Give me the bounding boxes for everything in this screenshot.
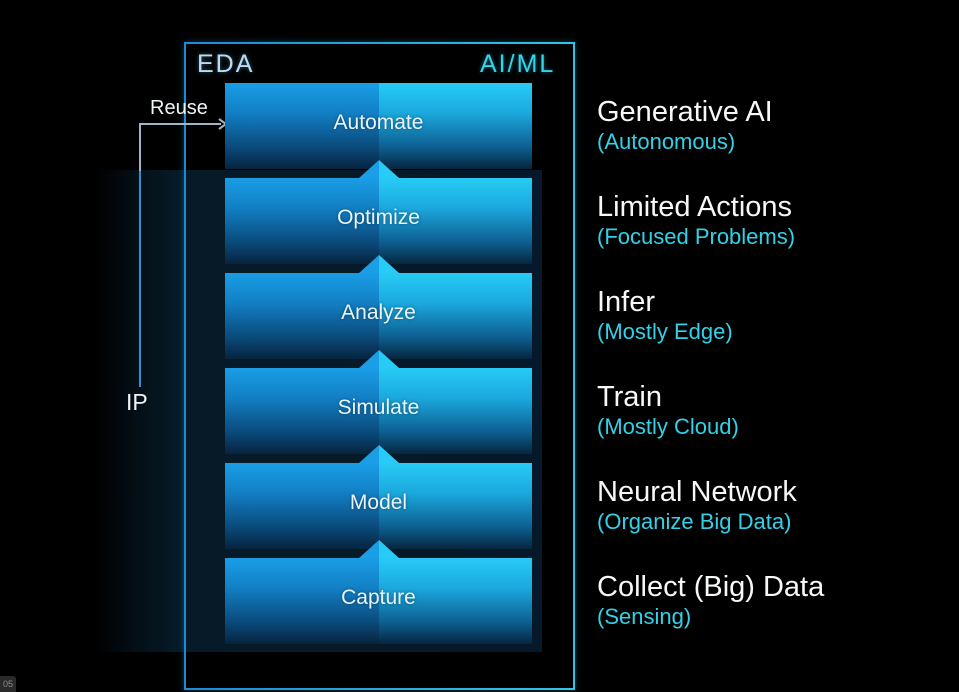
ai-level-subtitle: (Sensing) [597,604,692,629]
block-right-half [379,368,532,454]
ai-level-item: Train(Mostly Cloud) [597,381,739,441]
ai-level-title: Collect (Big) Data [597,571,825,603]
block-label: Optimize [337,206,420,229]
reuse-label: Reuse [150,97,208,119]
ai-level-title: Train [597,381,662,413]
block-label: Analyze [341,301,416,324]
ip-connector-line-top [139,123,141,171]
block-right-half [379,273,532,359]
up-arrow-icon [359,160,399,178]
stack-block-simulate: Simulate [225,350,532,454]
up-arrow-icon [359,255,399,273]
block-label: Model [349,491,408,514]
block-left-half [225,368,379,454]
up-arrow-icon [359,445,399,463]
block-label: Capture [341,586,416,609]
stack-block-analyze: Analyze [225,255,532,359]
ai-level-title: Neural Network [597,476,797,508]
stack-block-automate: Automate [225,83,532,169]
ai-level-subtitle: (Focused Problems) [597,224,796,249]
block-right-half [379,178,532,264]
stack-block-optimize: Optimize [225,160,532,264]
aiml-label: AI/ML [480,50,556,78]
block-left-half [225,273,379,359]
slide-number-badge: 05 [0,676,16,692]
up-arrow-icon [359,540,399,558]
ai-level-subtitle: (Mostly Edge) [597,319,733,344]
ip-connector-line [139,171,141,387]
ip-label: IP [126,389,148,415]
ai-level-subtitle: (Mostly Cloud) [597,414,739,439]
ai-level-subtitle: (Organize Big Data) [597,509,792,534]
ai-level-item: Infer(Mostly Edge) [597,286,733,346]
block-right-half [379,463,532,549]
ai-level-item: Generative AI(Autonomous) [597,96,773,156]
ai-level-title: Generative AI [597,96,773,128]
block-left-half [225,558,379,644]
block-left-half [225,178,379,264]
ai-level-subtitle: (Autonomous) [597,129,736,154]
block-label: Automate [333,111,424,134]
ai-level-title: Infer [597,286,656,318]
block-right-half [379,558,532,644]
stack-block-model: Model [225,445,532,549]
ai-level-item: Limited Actions(Focused Problems) [597,191,795,251]
ai-level-item: Neural Network(Organize Big Data) [597,476,797,536]
stack-block-capture: Capture [225,540,532,644]
ai-level-title: Limited Actions [597,191,793,223]
up-arrow-icon [359,350,399,368]
ai-level-item: Collect (Big) Data(Sensing) [597,571,824,631]
block-left-half [225,463,379,549]
reuse-connector-line [139,123,221,125]
block-right-half [379,83,532,169]
eda-label: EDA [197,50,255,78]
block-left-half [225,83,379,169]
block-label: Simulate [337,396,420,419]
